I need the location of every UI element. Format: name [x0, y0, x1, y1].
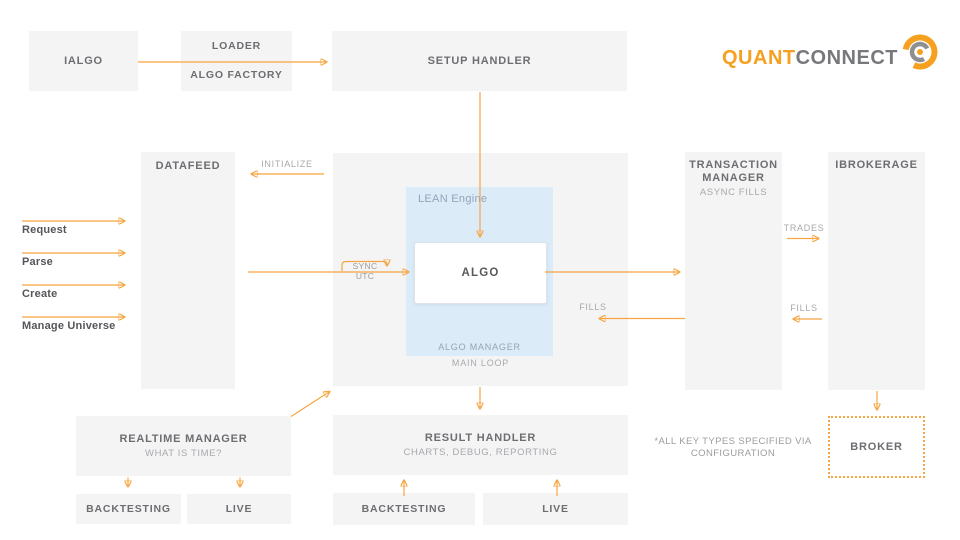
- lean-engine-label: LEAN Engine: [418, 193, 488, 205]
- box-datafeed: DATAFEED: [141, 152, 235, 389]
- setup-handler-title: SETUP HANDLER: [427, 54, 532, 67]
- fills-broker-arrow-label: FILLS: [790, 303, 818, 313]
- configuration-footnote: *ALL KEY TYPES SPECIFIED VIA CONFIGURATI…: [654, 436, 812, 459]
- flow-label-request: Request: [22, 224, 67, 236]
- backtesting-title: BACKTESTING: [361, 502, 447, 515]
- algo-title: ALGO: [461, 266, 500, 279]
- ibrokerage-title: IBROKERAGE: [835, 159, 918, 171]
- broker-title: BROKER: [850, 440, 903, 453]
- trades-arrow-label: TRADES: [783, 223, 825, 233]
- box-algo: ALGO: [414, 242, 547, 304]
- result-handler-subtitle: CHARTS, DEBUG, REPORTING: [403, 447, 558, 458]
- box-backtesting-result: BACKTESTING: [333, 493, 475, 525]
- box-transaction-manager: TRANSACTION MANAGER ASYNC FILLS: [685, 152, 782, 390]
- ialgo-title: IALGO: [64, 54, 103, 67]
- logo-text-quant: QUANT: [722, 47, 796, 69]
- box-ialgo: IALGO: [29, 31, 138, 91]
- transaction-manager-subtitle: ASYNC FILLS: [699, 187, 768, 198]
- quantconnect-swirl-icon: [902, 34, 938, 70]
- result-handler-title: RESULT HANDLER: [424, 432, 537, 444]
- box-broker: BROKER: [828, 416, 925, 478]
- flow-label-create: Create: [22, 288, 58, 300]
- algo-factory-title: ALGO FACTORY: [190, 69, 283, 81]
- loader-title: LOADER: [211, 40, 262, 52]
- transaction-manager-title: TRANSACTION MANAGER: [689, 159, 778, 184]
- fills-algo-arrow-label: FILLS: [579, 302, 607, 312]
- realtime-manager-subtitle: WHAT IS TIME?: [145, 448, 222, 459]
- box-ibrokerage: IBROKERAGE: [828, 152, 925, 390]
- arrow-realtime-manager-to-main-loop: [290, 392, 329, 418]
- box-realtime-manager: REALTIME MANAGER WHAT IS TIME?: [76, 416, 291, 476]
- logo-text-connect: CONNECT: [795, 47, 898, 69]
- main-loop-label: MAIN LOOP: [451, 358, 510, 368]
- realtime-manager-title: REALTIME MANAGER: [119, 433, 248, 445]
- datafeed-title: DATAFEED: [155, 160, 221, 172]
- box-live-realtime: LIVE: [187, 494, 291, 524]
- live-title: LIVE: [225, 502, 253, 515]
- initialize-arrow-label: INITIALIZE: [261, 159, 313, 169]
- sync-utc-arrow-label: SYNC UTC: [352, 261, 378, 281]
- box-loader-algo-factory: LOADER ALGO FACTORY: [181, 31, 292, 91]
- algo-manager-label: ALGO MANAGER: [438, 342, 521, 352]
- flow-label-manage-universe: Manage Universe: [22, 320, 116, 332]
- flow-label-parse: Parse: [22, 256, 53, 268]
- backtesting-title: BACKTESTING: [86, 502, 171, 515]
- box-live-result: LIVE: [483, 493, 628, 525]
- box-backtesting-realtime: BACKTESTING: [76, 494, 181, 524]
- lean-engine-panel: LEAN Engine ALGO ALGO MANAGER: [406, 187, 553, 356]
- box-setup-handler: SETUP HANDLER: [332, 31, 627, 91]
- box-result-handler: RESULT HANDLER CHARTS, DEBUG, REPORTING: [333, 415, 628, 475]
- live-title: LIVE: [542, 502, 569, 515]
